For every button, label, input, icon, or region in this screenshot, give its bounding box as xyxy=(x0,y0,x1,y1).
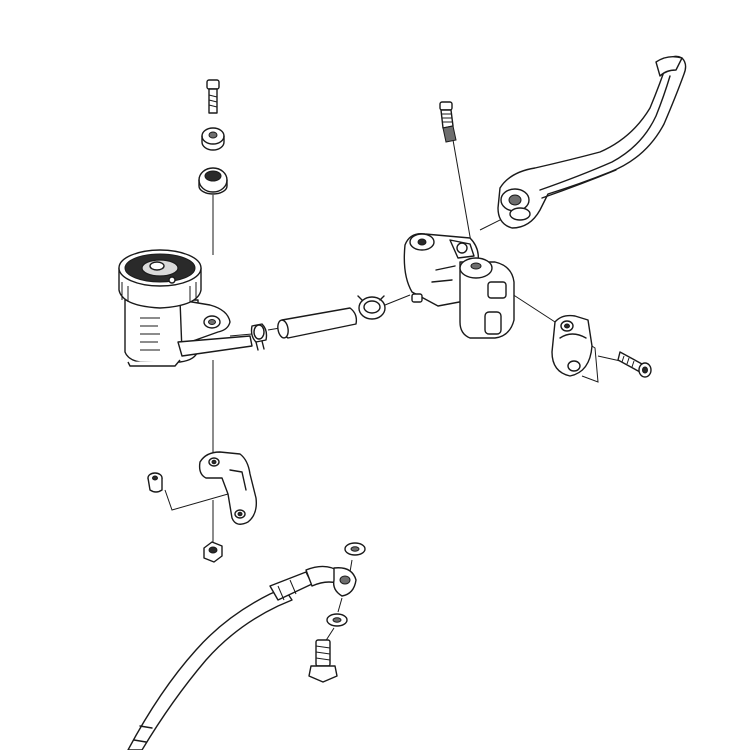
brake-fluid-reservoir xyxy=(118,249,253,367)
bracket-bolt xyxy=(147,472,163,493)
reservoir-washer xyxy=(201,127,225,151)
leader-lines xyxy=(164,139,626,643)
master-cylinder xyxy=(403,233,515,339)
brake-lever xyxy=(497,55,687,229)
reservoir-hose xyxy=(277,307,358,339)
hose-clamp xyxy=(250,323,268,351)
banjo-washer-lower xyxy=(326,613,348,627)
reservoir-cap-bolt xyxy=(206,79,220,114)
reservoir-bracket xyxy=(198,451,258,525)
bleeder-valve xyxy=(439,101,457,143)
brake-hose xyxy=(127,565,357,750)
banjo-washer-upper xyxy=(344,542,366,556)
clamp-bolt xyxy=(617,351,652,378)
hose-clamp-2 xyxy=(357,295,386,320)
banjo-bolt xyxy=(308,639,338,683)
handlebar-clamp xyxy=(551,314,593,377)
bracket-nut xyxy=(203,541,223,563)
reservoir-grommet xyxy=(198,167,228,195)
